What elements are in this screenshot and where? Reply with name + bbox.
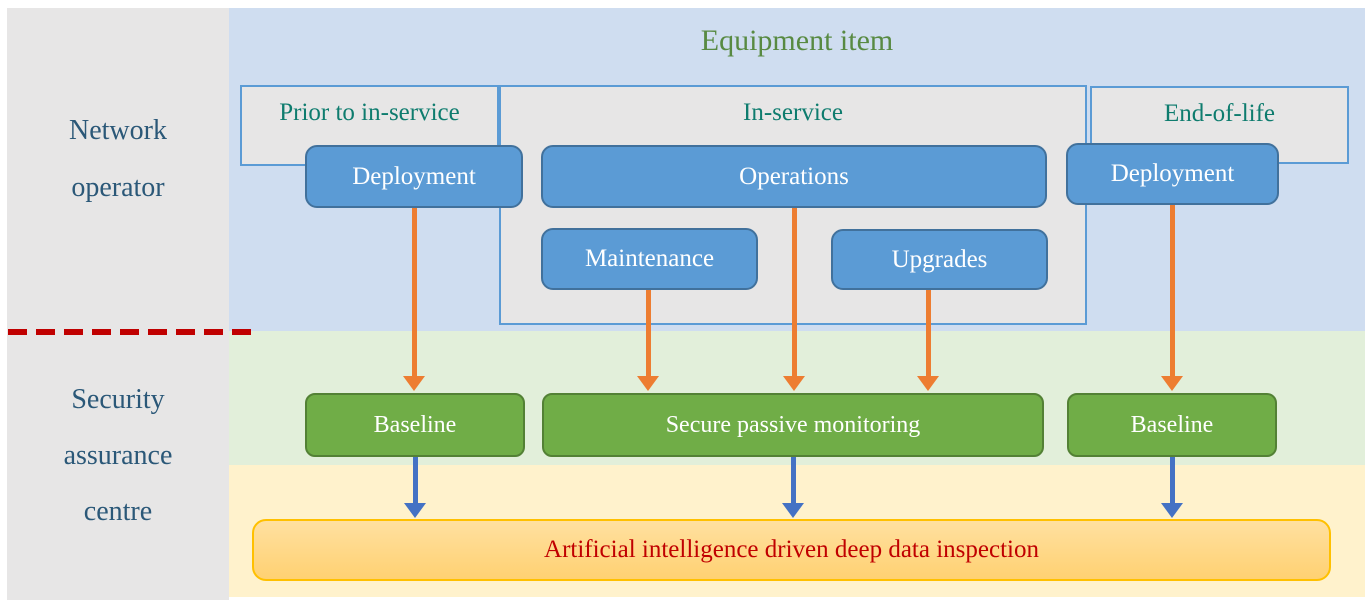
- arrow-baseline-left-to-ai: [404, 457, 426, 518]
- arrow-head: [403, 376, 425, 391]
- arrow-head: [917, 376, 939, 391]
- arrow-shaft: [645, 290, 651, 378]
- arrow-head: [782, 503, 804, 518]
- phase-label-in-service: In-service: [743, 99, 843, 126]
- arrow-deployment-right-to-baseline: [1161, 205, 1183, 391]
- shape-baseline-right: Baseline: [1067, 393, 1277, 457]
- network-operator-label-line2: operator: [71, 172, 165, 203]
- arrow-upgrades-to-monitoring: [917, 290, 939, 391]
- shape-upgrades: Upgrades: [831, 229, 1048, 290]
- shape-baseline-left-label: Baseline: [373, 411, 457, 438]
- diagram-title: Equipment item: [700, 24, 894, 57]
- shape-upgrades-label: Upgrades: [891, 245, 988, 273]
- shape-secure-passive-monitoring-label: Secure passive monitoring: [665, 411, 921, 438]
- arrow-head: [404, 503, 426, 518]
- shape-ai-deep-data-inspection: Artificial intelligence driven deep data…: [252, 519, 1331, 581]
- phase-label-end-of-life: End-of-life: [1163, 100, 1276, 127]
- arrow-deployment-left-to-baseline: [403, 208, 425, 391]
- arrow-shaft: [411, 208, 417, 378]
- shape-secure-passive-monitoring: Secure passive monitoring: [542, 393, 1044, 457]
- shape-deployment-left-label: Deployment: [352, 162, 476, 190]
- arrow-head: [1161, 376, 1183, 391]
- shape-maintenance-label: Maintenance: [584, 245, 715, 272]
- network-operator-label-line1: Network: [69, 115, 167, 146]
- shape-deployment-right-label: Deployment: [1110, 160, 1235, 187]
- swimlane-label-column: Network operator Security assurance cent…: [7, 8, 229, 600]
- security-assurance-label-line1: Security: [71, 384, 165, 415]
- arrow-monitoring-to-ai: [782, 457, 804, 518]
- shape-deployment-left: Deployment: [305, 145, 523, 208]
- security-assurance-label-line3: centre: [83, 496, 153, 527]
- arrow-shaft: [791, 208, 797, 378]
- shape-baseline-right-label: Baseline: [1130, 411, 1214, 438]
- arrow-maintenance-to-monitoring: [637, 290, 659, 391]
- shape-baseline-left: Baseline: [305, 393, 525, 457]
- arrow-head: [637, 376, 659, 391]
- arrow-shaft: [1169, 457, 1175, 505]
- shape-operations: Operations: [541, 145, 1047, 208]
- network-operator-label: Network operator: [7, 102, 229, 216]
- arrow-shaft: [925, 290, 931, 378]
- arrow-baseline-right-to-ai: [1161, 457, 1183, 518]
- shape-deployment-right: Deployment: [1066, 143, 1279, 205]
- lane-divider-dashed-line: [8, 329, 254, 335]
- arrow-shaft: [412, 457, 418, 505]
- phase-label-prior: Prior to in-service: [279, 99, 460, 126]
- arrow-head: [1161, 503, 1183, 518]
- security-assurance-label: Security assurance centre: [7, 372, 229, 540]
- arrow-operations-to-monitoring: [783, 208, 805, 391]
- shape-ai-deep-data-inspection-label: Artificial intelligence driven deep data…: [544, 536, 1039, 563]
- security-assurance-label-line2: assurance: [63, 440, 173, 471]
- arrow-shaft: [1169, 205, 1175, 378]
- shape-maintenance: Maintenance: [541, 228, 758, 290]
- shape-operations-label: Operations: [739, 162, 849, 190]
- arrow-shaft: [790, 457, 796, 505]
- arrow-head: [783, 376, 805, 391]
